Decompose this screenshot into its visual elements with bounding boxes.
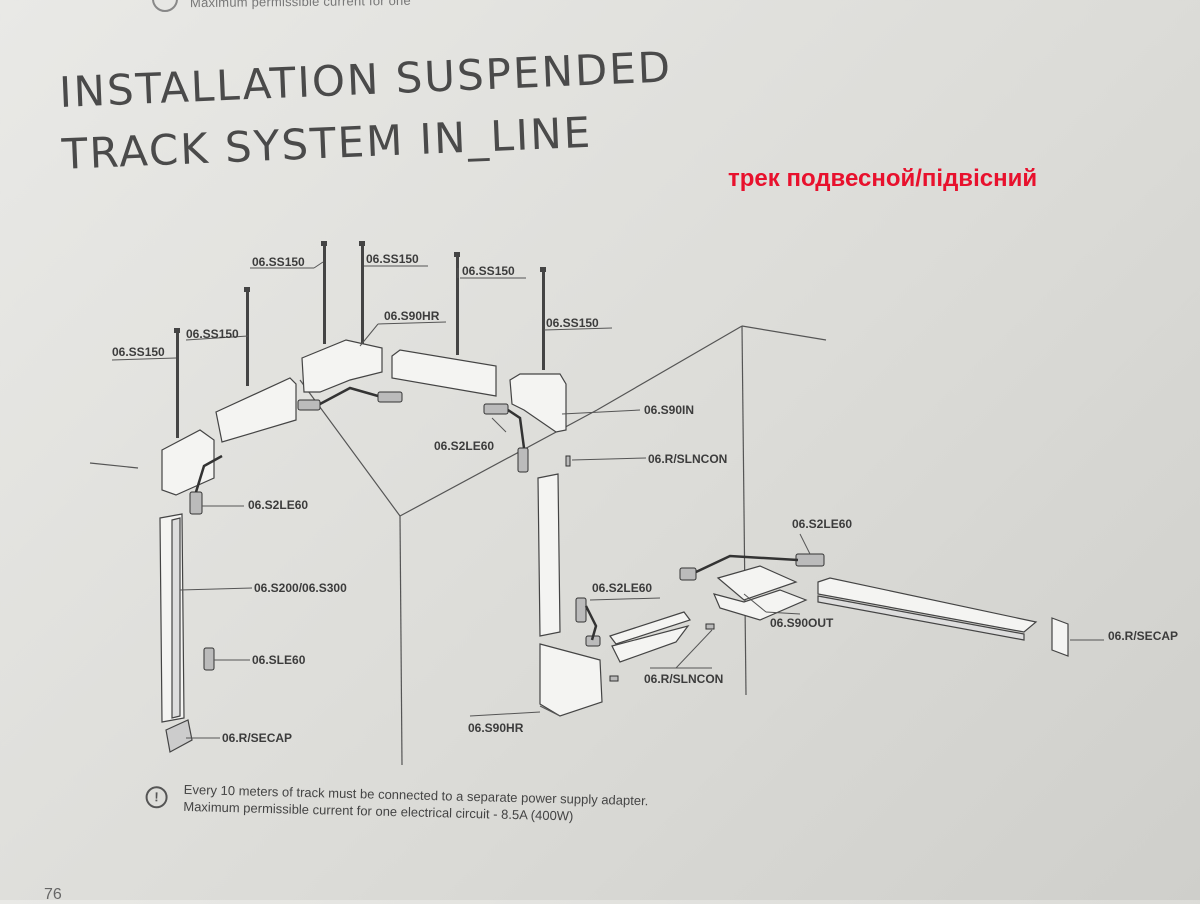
room-outline [89, 325, 827, 766]
label-s90hr-top: 06.S90HR [384, 309, 440, 323]
label-s2le60-center: 06.S2LE60 [434, 439, 494, 453]
label-s2le60-mid: 06.S2LE60 [592, 581, 652, 595]
wires [194, 386, 799, 641]
label-r-slncon-bottom: 06.R/SLNCON [644, 672, 723, 686]
label-sle60: 06.SLE60 [252, 653, 306, 667]
label-r-secap-right: 06.R/SECAP [1108, 629, 1178, 643]
page-number: 76 [44, 886, 62, 903]
label-s90hr-bottom: 06.S90HR [468, 721, 524, 735]
label-s2le60-left: 06.S2LE60 [248, 498, 308, 512]
label-r-slncon-top: 06.R/SLNCON [648, 452, 727, 466]
label-ss150-b: 06.SS150 [366, 252, 419, 266]
handwritten-note: трек подвесной/підвісний [728, 165, 1038, 192]
label-s90out: 06.S90OUT [770, 616, 834, 630]
track-profiles [159, 339, 1069, 753]
label-r-secap-left: 06.R/SECAP [222, 731, 292, 745]
label-ss150-c: 06.SS150 [462, 264, 515, 278]
connectors [189, 391, 825, 682]
label-ss150-f: 06.SS150 [546, 316, 599, 330]
label-s90in: 06.S90IN [644, 403, 694, 417]
suspension-cables [174, 241, 546, 438]
part-labels: 06.SS150 06.SS150 06.SS150 06.SS150 06.S… [112, 252, 1178, 745]
label-s2le60-right: 06.S2LE60 [792, 517, 852, 531]
label-ss150-d: 06.SS150 [186, 327, 239, 341]
label-ss150-a: 06.SS150 [252, 255, 305, 269]
label-s200-s300: 06.S200/06.S300 [254, 581, 347, 595]
label-ss150-e: 06.SS150 [112, 345, 165, 359]
leader-lines [111, 261, 1104, 739]
